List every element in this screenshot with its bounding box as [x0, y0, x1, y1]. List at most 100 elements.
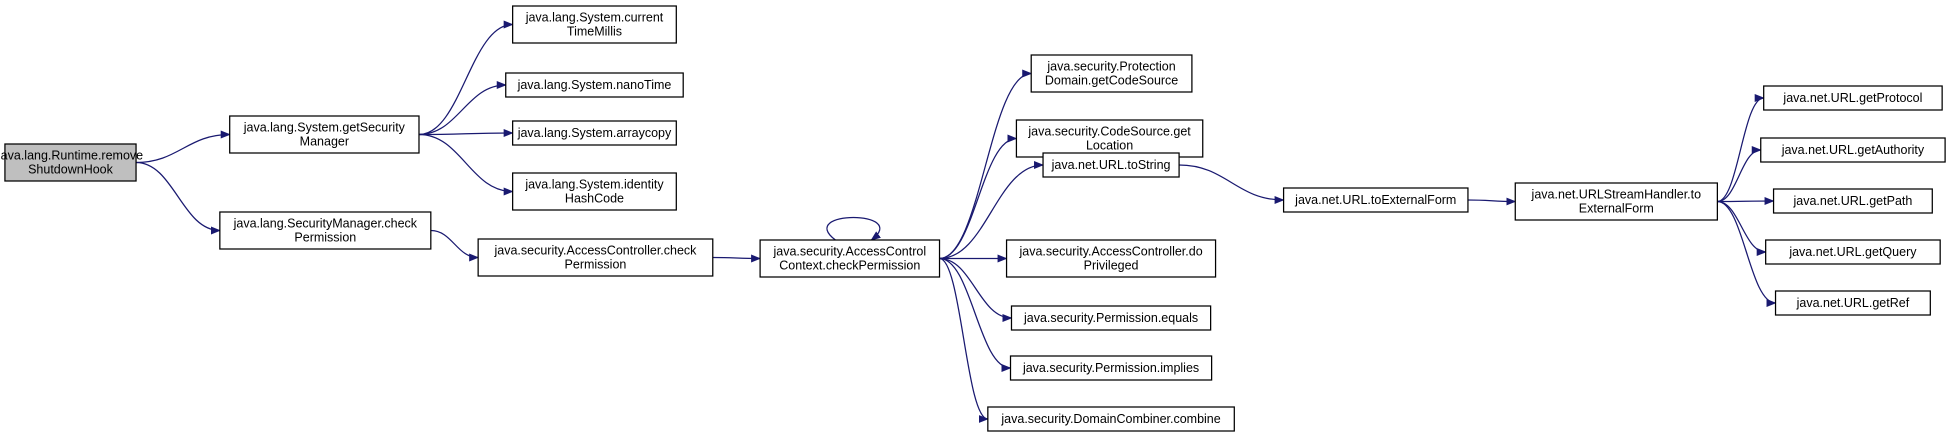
node-box — [1774, 290, 1931, 316]
node-label: java.security.DomainCombiner.combine — [1000, 412, 1220, 426]
node-label: Location — [1086, 139, 1133, 153]
node-label: java.lang.Runtime.remove — [0, 149, 143, 163]
edge-n1-n6 — [418, 133, 514, 196]
node-label: java.lang.System.nanoTime — [517, 78, 672, 92]
graph-node[interactable]: java.net.URL.toExternalForm — [1282, 187, 1469, 213]
graph-node[interactable]: java.net.URL.toString — [1042, 152, 1180, 178]
graph-node[interactable]: java.net.URL.getAuthority — [1760, 137, 1946, 163]
graph-node[interactable]: java.security.ProtectionDomain.getCodeSo… — [1030, 54, 1193, 93]
node-box — [987, 406, 1235, 432]
node-label: java.net.URL.toString — [1051, 158, 1171, 172]
graph-node[interactable]: java.net.URL.getRef — [1774, 290, 1931, 316]
node-label: java.lang.SecurityManager.check — [233, 217, 418, 231]
node-label: ExternalForm — [1579, 202, 1654, 216]
node-label: TimeMillis — [567, 25, 622, 39]
node-box — [1009, 355, 1213, 381]
node-label: java.security.Protection — [1046, 60, 1175, 74]
edge-n8-n9 — [939, 69, 1033, 260]
node-label: java.security.AccessControl — [773, 245, 927, 259]
node-label: java.security.CodeSource.get — [1027, 125, 1191, 139]
node-label: ShutdownHook — [28, 163, 114, 177]
edge-n17-n21 — [1717, 200, 1767, 256]
edge-n0-n2 — [136, 161, 221, 235]
node-label: java.net.URL.getProtocol — [1782, 91, 1922, 105]
node-label: Permission — [565, 258, 627, 272]
node-box — [4, 143, 137, 182]
graph-node[interactable]: java.net.URL.getPath — [1772, 188, 1933, 214]
node-box — [1763, 85, 1943, 111]
graph-node[interactable]: java.security.AccessController.checkPerm… — [477, 238, 714, 277]
graph-node[interactable]: java.lang.System.arraycopy — [512, 120, 677, 146]
node-box — [1005, 239, 1217, 278]
node-box — [505, 72, 684, 98]
node-label: java.net.URLStreamHandler.to — [1531, 188, 1702, 202]
node-label: java.security.Permission.implies — [1022, 361, 1199, 375]
graph-node[interactable]: java.security.AccessController.doPrivile… — [1005, 239, 1217, 278]
edge-n1-n4 — [418, 81, 507, 136]
node-box — [512, 172, 677, 211]
edge-n8-n14 — [939, 257, 1012, 372]
edge-n7-n8 — [712, 254, 762, 263]
node-label: java.lang.System.current — [525, 11, 664, 25]
graph-node[interactable]: java.security.Permission.implies — [1009, 355, 1213, 381]
node-box — [512, 5, 677, 44]
edge-n1-n3 — [418, 20, 514, 136]
edge-n0-n1 — [136, 130, 231, 164]
node-box — [512, 120, 677, 146]
node-label: java.net.URL.getAuthority — [1781, 143, 1925, 157]
node-label: java.security.Permission.equals — [1023, 311, 1198, 325]
node-box — [1765, 239, 1941, 265]
node-label: java.lang.System.getSecurity — [243, 121, 406, 135]
graph-node[interactable]: java.security.Permission.equals — [1010, 305, 1212, 331]
node-box — [477, 238, 714, 277]
edge-n8-n11 — [939, 161, 1045, 260]
edge-n17-n22 — [1717, 200, 1777, 307]
node-label: java.lang.System.arraycopy — [517, 126, 672, 140]
node-label: Permission — [294, 231, 356, 245]
node-box — [1282, 187, 1469, 213]
node-label: java.net.URL.getQuery — [1788, 245, 1917, 259]
node-box — [229, 115, 420, 154]
node-box — [1514, 182, 1718, 221]
edge-n8-n8 — [826, 216, 881, 241]
graph-node[interactable]: java.security.AccessControlContext.check… — [759, 239, 941, 278]
graph-node[interactable]: java.net.URL.getProtocol — [1763, 85, 1943, 111]
edge-n8-n13 — [939, 257, 1013, 322]
node-label: Context.checkPermission — [779, 259, 920, 273]
edge-n8-n15 — [939, 257, 989, 423]
node-label: java.lang.System.identity — [524, 178, 664, 192]
edge-n8-n10 — [939, 134, 1018, 260]
node-box — [1030, 54, 1193, 93]
edge-n11-n16 — [1179, 164, 1285, 204]
edge-n2-n7 — [430, 229, 480, 262]
node-label: HashCode — [565, 192, 624, 206]
graph-node[interactable]: java.lang.SecurityManager.checkPermissio… — [219, 211, 432, 250]
node-box — [759, 239, 941, 278]
node-box — [1760, 137, 1946, 163]
node-label: java.security.AccessController.do — [1018, 245, 1202, 259]
node-box — [219, 211, 432, 250]
node-label: java.net.URL.getRef — [1796, 296, 1910, 310]
node-box — [1010, 305, 1212, 331]
edge-n1-n5 — [418, 129, 514, 138]
node-box — [1772, 188, 1933, 214]
node-label: Domain.getCodeSource — [1045, 74, 1178, 88]
node-label: Privileged — [1084, 259, 1139, 273]
edge-n17-n20 — [1717, 197, 1775, 206]
edge-n16-n17 — [1467, 197, 1517, 206]
graph-node[interactable]: java.net.URL.getQuery — [1765, 239, 1941, 265]
graph-node[interactable]: java.security.DomainCombiner.combine — [987, 406, 1235, 432]
graph-node[interactable]: java.net.URLStreamHandler.toExternalForm — [1514, 182, 1718, 221]
graph-node[interactable]: java.lang.System.nanoTime — [505, 72, 684, 98]
node-label: java.net.URL.getPath — [1793, 194, 1913, 208]
edges-layer — [136, 20, 1777, 423]
edge-n17-n18 — [1717, 94, 1765, 203]
node-box — [1042, 152, 1180, 178]
nodes-layer: java.lang.Runtime.removeShutdownHookjava… — [0, 5, 1946, 432]
